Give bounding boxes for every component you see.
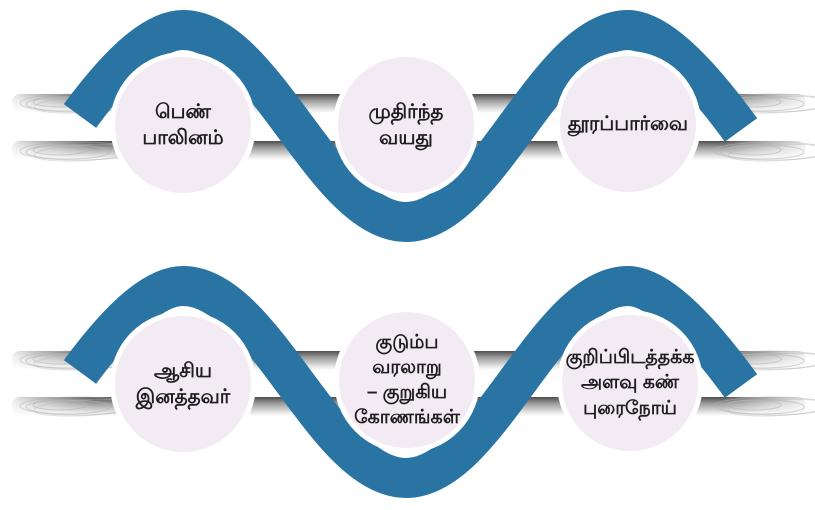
node-label: தூரப்பார்வை (567, 112, 689, 135)
node-label: முதிர்ந்த வயது (368, 100, 444, 149)
node-female-gender: பெண் பாலினம் (110, 52, 256, 198)
node-label: குடும்ப வரலாறு – குறுகிய கோணங்கள் (354, 331, 460, 429)
node-label: பெண் பாலினம் (142, 100, 224, 149)
node-advanced-age: முதிர்ந்த வயது (333, 52, 479, 198)
node-label: ஆசிய இனத்தவர் (135, 359, 231, 408)
node-label: குறிப்பிடத்தக்க அளவு கண் புரைநோய் (565, 347, 695, 419)
node-farsightedness: தூரப்பார்வை (555, 51, 701, 197)
ribbon-wave-row1 (63, 9, 758, 243)
node-family-history-narrow-angles: குடும்ப வரலாறு – குறுகிய கோணங்கள் (334, 307, 480, 453)
node-significant-cataract: குறிப்பிடத்தக்க அளவு கண் புரைநோய் (557, 310, 703, 456)
ribbon-wave-row2 (63, 265, 758, 499)
node-asian-ethnicity: ஆசிய இனத்தவர் (110, 311, 256, 457)
